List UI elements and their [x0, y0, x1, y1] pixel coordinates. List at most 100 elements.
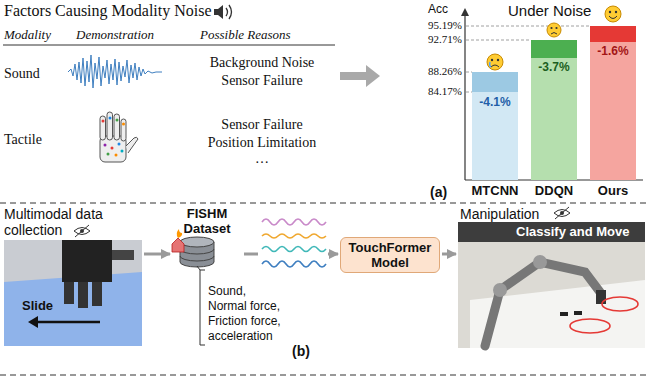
signal-waves-part — [262, 219, 326, 225]
photo-panel: Multimodal data collectionSlide — [4, 206, 142, 346]
manipulation-photo-part — [574, 311, 582, 315]
list-item: acceleration — [208, 329, 273, 343]
chart-title: Under Noise — [508, 2, 591, 19]
column-header: Modality — [4, 27, 51, 43]
chart-axes-part — [464, 12, 465, 180]
tick-label: 92.71% — [418, 33, 462, 45]
node-text: -3.7% — [531, 60, 577, 74]
manipulation-photo-part — [485, 262, 600, 346]
section-divider — [0, 375, 649, 376]
manipulation-photo-part — [458, 222, 645, 348]
signal-waves-part — [262, 261, 326, 267]
hand-icon-part — [121, 150, 124, 153]
noisy-waveform — [68, 55, 162, 88]
sad-face-part — [490, 62, 491, 67]
flow-arrow — [144, 253, 170, 256]
sad-face-part — [547, 23, 561, 37]
category-label: Ours — [583, 183, 643, 198]
hand-icon-part — [107, 153, 110, 156]
manipulation-photo-part — [570, 319, 610, 333]
collection-photo-part — [112, 250, 134, 260]
list-item: Friction force, — [208, 314, 281, 328]
reason-text: Background Noise — [197, 55, 327, 71]
signal-waves-part — [262, 234, 326, 238]
chart-axes-part — [461, 8, 469, 16]
node-text: Manipulation — [460, 206, 539, 222]
happy-face-part — [615, 11, 617, 13]
sad-face-part — [551, 33, 557, 35]
sad-face-part — [491, 65, 499, 67]
sad-face-part — [491, 59, 493, 61]
collection-photo-part — [4, 240, 142, 346]
hand-icon-part — [109, 117, 112, 120]
section-divider — [0, 203, 649, 204]
happy-face-part — [609, 16, 617, 19]
collection-photo-part — [4, 272, 142, 346]
happy-face — [605, 6, 621, 22]
collection-photo — [4, 240, 142, 346]
database-icon-part — [172, 238, 184, 252]
manipulation-photo-part — [533, 255, 547, 269]
manipulation-photo — [458, 222, 645, 348]
manipulation-photo-part — [560, 312, 568, 316]
hand-icon-part — [121, 119, 126, 141]
sad-face-part — [550, 27, 552, 29]
collection-photo-part — [36, 321, 100, 324]
bar: -3.7% — [531, 40, 577, 180]
axis-title: Acc — [428, 2, 448, 16]
hand-icon-part — [111, 147, 114, 150]
signal-waves-part — [262, 247, 326, 252]
database-icon-part — [177, 229, 182, 238]
signal-waves — [262, 219, 326, 267]
happy-face-part — [605, 6, 621, 22]
eye-off-icon — [554, 207, 570, 219]
hand-icon-part — [116, 119, 119, 122]
hand-icon-part — [115, 154, 118, 157]
collection-photo-part — [92, 282, 102, 306]
column-header: Possible Reasons — [200, 27, 291, 43]
sad-face — [547, 23, 561, 37]
sad-face — [487, 54, 503, 70]
eye-off-icon — [74, 225, 90, 237]
collection-photo-part — [78, 282, 88, 308]
value-guides-part — [466, 26, 590, 27]
ellipsis: … — [197, 151, 327, 167]
speaker-icon-part — [214, 5, 223, 19]
manipulation-photo-part — [596, 290, 606, 304]
database-icon-part — [180, 237, 214, 247]
hand-icon-part — [104, 144, 107, 147]
eye-off-icon-part — [75, 225, 89, 237]
database-node: FISHM Dataset — [172, 206, 242, 266]
photo-panel: ManipulationClassify and Move — [458, 206, 645, 348]
hand-icon — [100, 112, 138, 162]
database-icon-part — [180, 249, 214, 261]
modality-name: Sound — [4, 66, 40, 82]
hand-icon-part — [102, 120, 105, 123]
panel-label: (a) — [430, 184, 447, 200]
node-text: Multimodal data collection — [4, 206, 116, 238]
column-header: Demonstration — [76, 27, 154, 43]
sad-face-part — [487, 54, 503, 70]
hand-icon-part — [122, 123, 125, 126]
heading: Factors Causing Modality Noise — [4, 2, 212, 20]
hand-icon-part — [118, 143, 121, 146]
panel-label: (b) — [292, 343, 310, 359]
reason-text: Sensor Failure — [197, 117, 327, 133]
hand-icon-part — [100, 116, 106, 140]
process-box: TouchFormer Model — [340, 237, 440, 273]
speaker-icon-part — [226, 5, 232, 19]
sad-face-part — [555, 27, 557, 29]
flow-arrow — [442, 253, 456, 256]
collection-photo-part — [62, 240, 112, 282]
tick-label: 88.26% — [418, 65, 462, 77]
category-label: MTCNN — [465, 183, 525, 198]
hand-icon-part — [107, 112, 113, 140]
speaker-icon — [214, 5, 232, 19]
flow-arrow — [340, 65, 380, 87]
value-guides-part — [466, 40, 531, 41]
bar: -1.6% — [590, 26, 636, 180]
tick-label: 84.17% — [418, 85, 462, 97]
manipulation-photo-part — [493, 283, 507, 297]
reason-text: Sensor Failure — [197, 73, 327, 89]
